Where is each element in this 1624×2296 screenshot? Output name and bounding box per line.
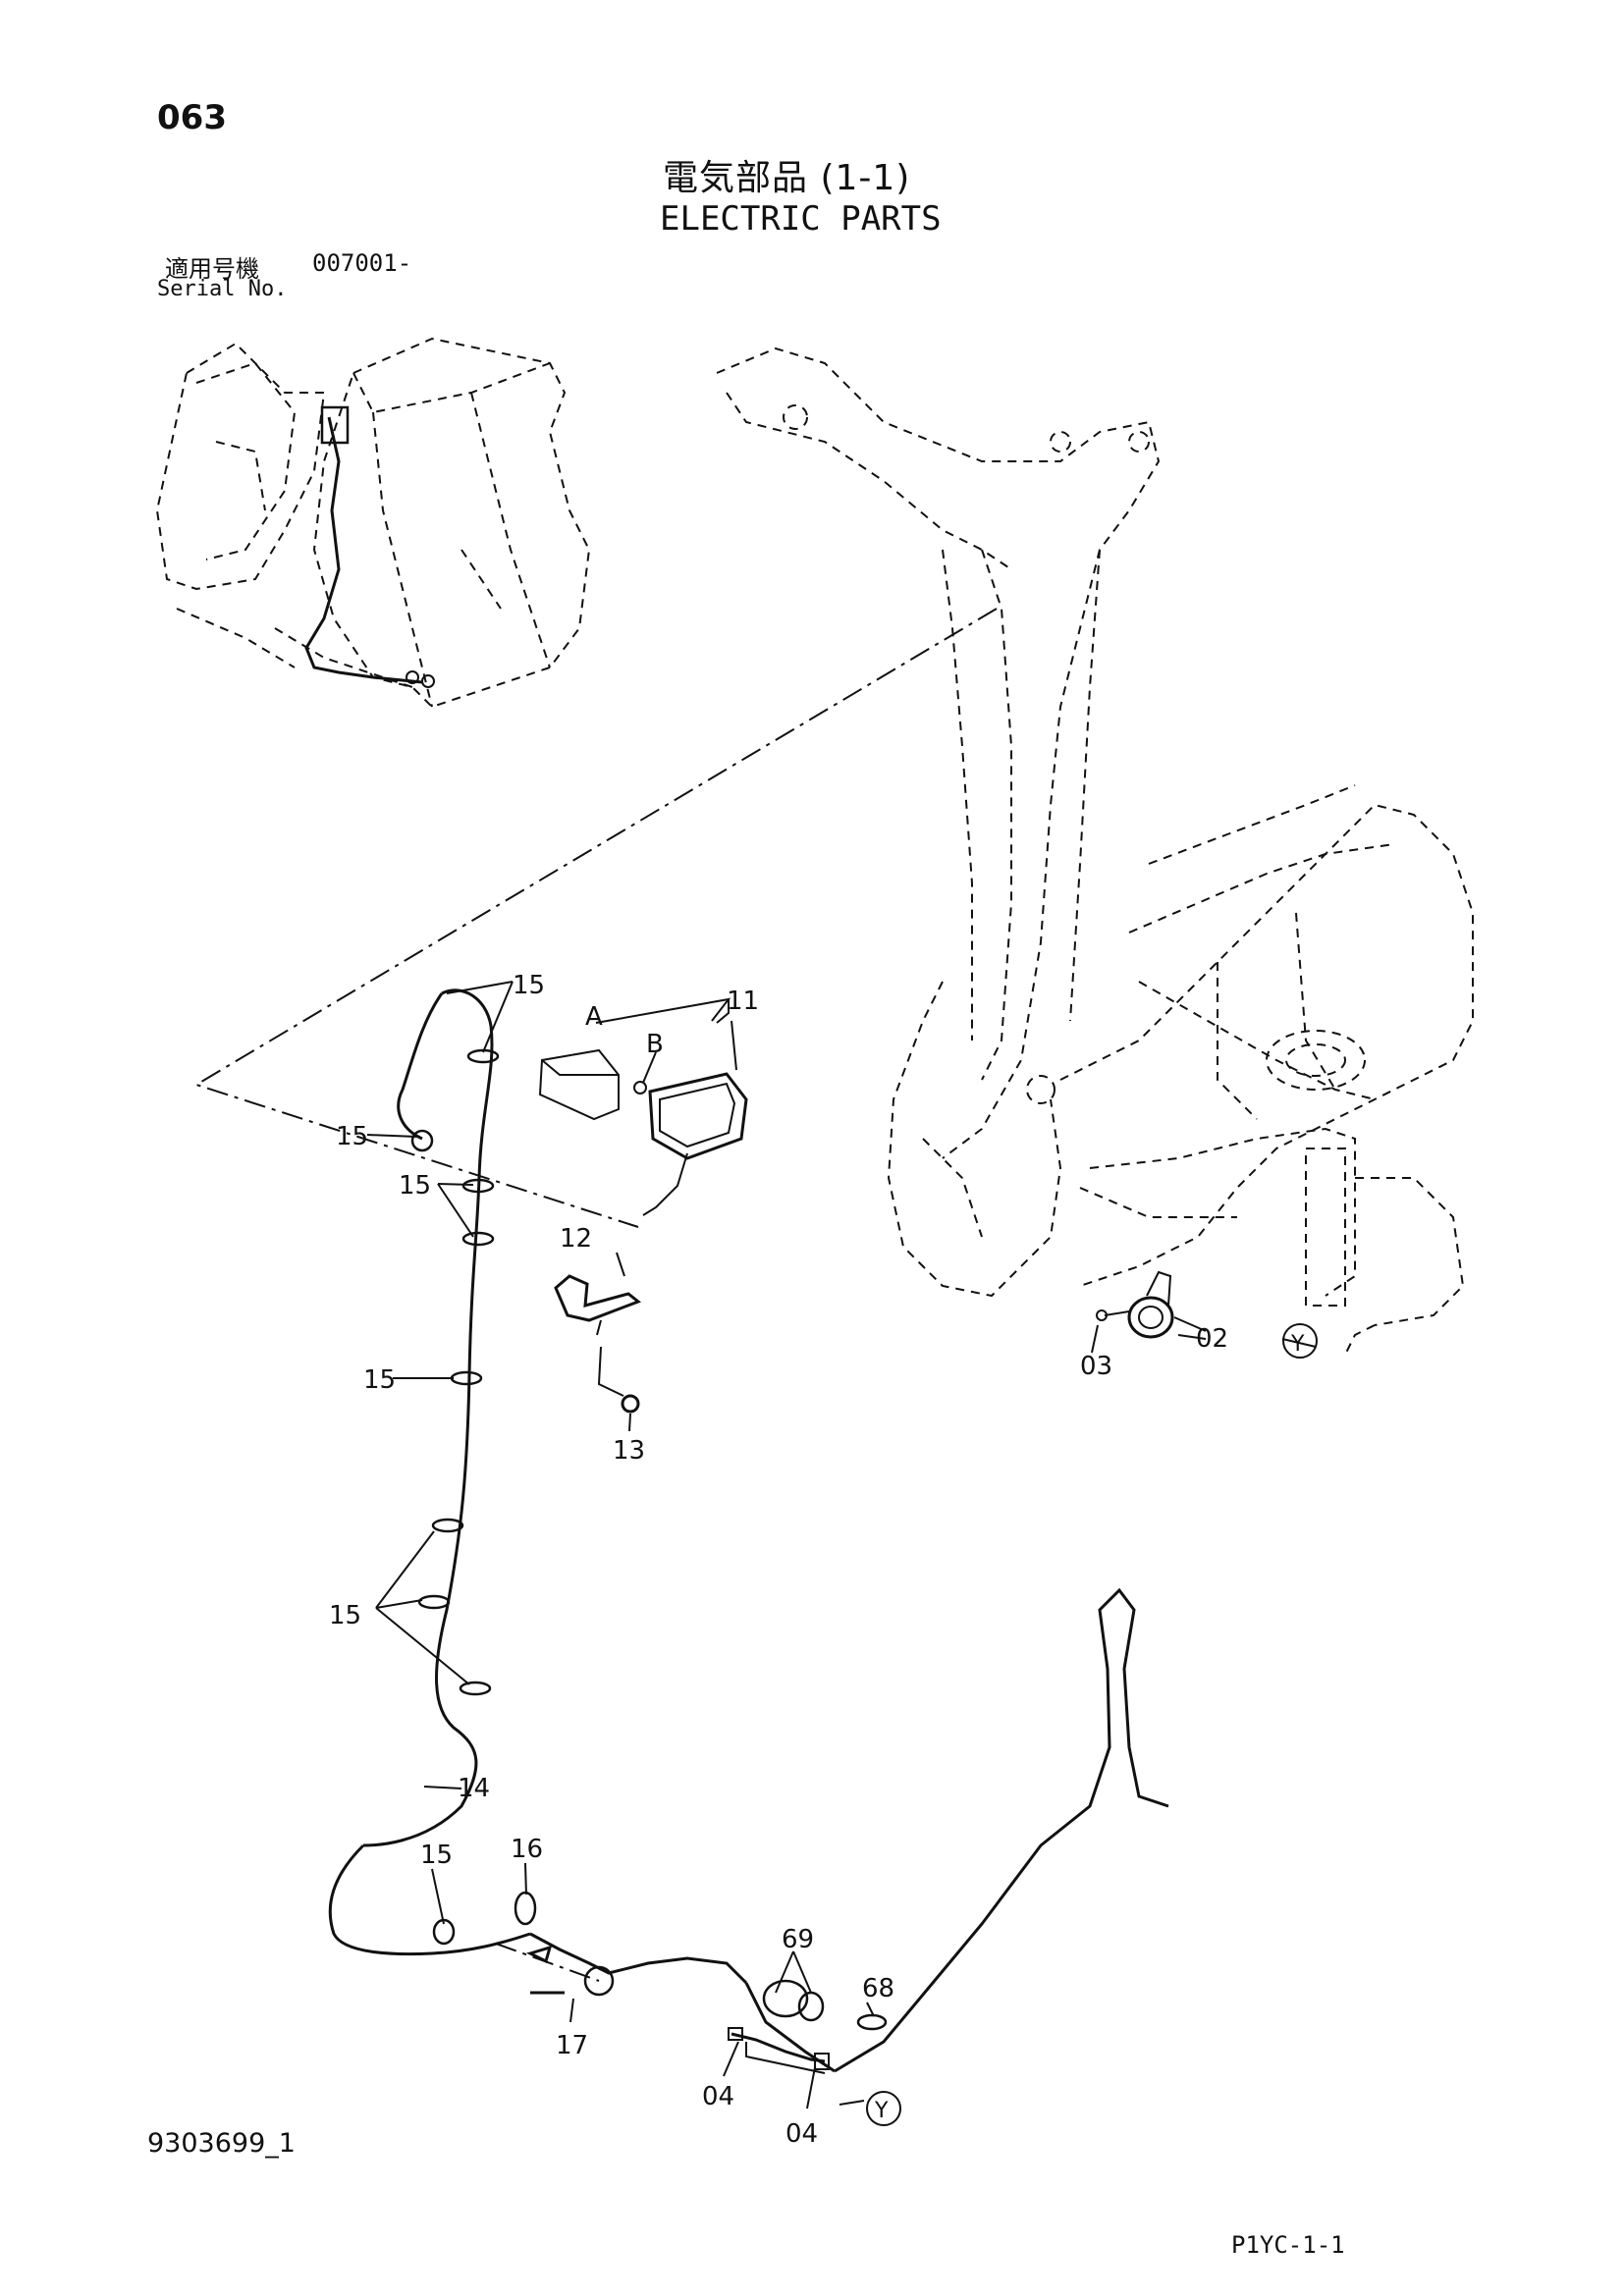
- view-marker-y-frame: Y: [1282, 1323, 1318, 1359]
- leader-lines: [366, 981, 1317, 2109]
- callout-03: 03: [1080, 1352, 1112, 1381]
- document-number: 9303699_1: [147, 2128, 296, 2159]
- callout-13: 13: [613, 1436, 645, 1466]
- callout-11: 11: [727, 987, 759, 1016]
- callout-15: 15: [513, 971, 545, 1000]
- page-number: 063: [157, 98, 227, 137]
- callout-69: 69: [782, 1925, 814, 1954]
- callout-15: 15: [363, 1365, 396, 1395]
- callout-16: 16: [511, 1835, 543, 1864]
- serial-label-en: Serial No.: [157, 277, 288, 301]
- view-marker-y: Y: [1290, 1332, 1305, 1357]
- callout-14: 14: [458, 1774, 490, 1803]
- view-marker-y-harness: Y: [866, 2091, 901, 2126]
- serial-label-jp: 適用号機: [165, 255, 259, 283]
- callout-15: 15: [329, 1601, 361, 1630]
- callout-15: 15: [336, 1122, 368, 1151]
- wire-harness: [328, 988, 1169, 2073]
- view-marker-y: Y: [874, 2099, 889, 2123]
- callout-b: B: [646, 1030, 664, 1059]
- figure-code: P1YC-1-1: [1231, 2231, 1345, 2259]
- callout-02: 02: [1196, 1324, 1228, 1354]
- light-bracket: [554, 1274, 641, 1414]
- callout-15: 15: [420, 1841, 453, 1870]
- page-title-jp: 電気部品 (1-1): [663, 158, 911, 198]
- page-title-en: ELECTRIC PARTS: [660, 199, 942, 239]
- callout-a: A: [585, 1002, 603, 1032]
- callout-12: 12: [560, 1224, 592, 1254]
- callout-15: 15: [399, 1171, 431, 1201]
- work-light: [538, 1048, 748, 1216]
- harness-clips: [410, 1048, 888, 2031]
- callout-04: 04: [702, 2082, 734, 2111]
- callout-labels: 15 A 11 B 15 15 12 02 03 15 13 15 14 15 …: [329, 971, 1228, 2149]
- connectors-04: [728, 2027, 830, 2074]
- horn: [1096, 1270, 1207, 1339]
- machine-overview-inset: [155, 337, 591, 709]
- callout-17: 17: [556, 2031, 588, 2060]
- callout-68: 68: [862, 1974, 894, 2003]
- callout-04: 04: [785, 2119, 818, 2149]
- serial-value: 007001-: [312, 249, 412, 277]
- boom-and-frame-phantom: [716, 347, 1474, 1356]
